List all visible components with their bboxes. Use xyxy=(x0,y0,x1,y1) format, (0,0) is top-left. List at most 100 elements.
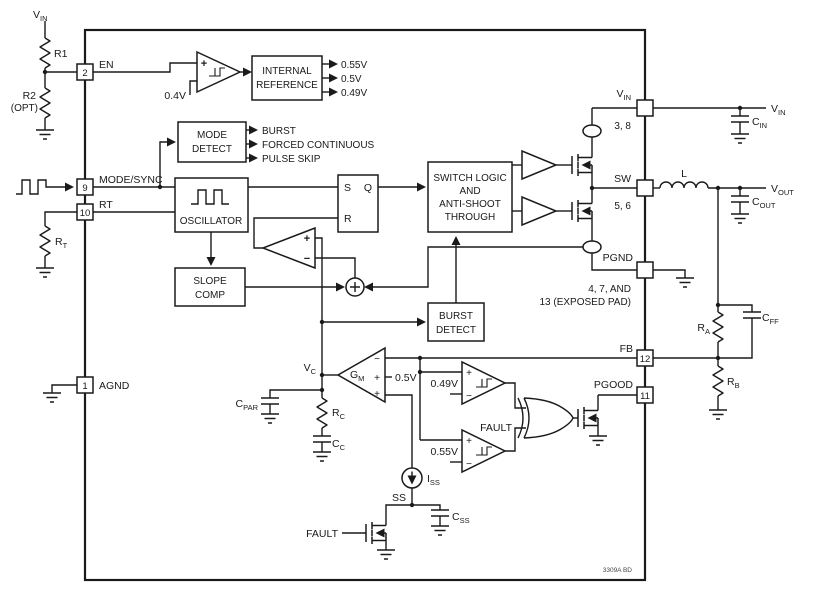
block-label: AND xyxy=(459,186,480,197)
gm-label: GM xyxy=(350,369,364,383)
en-comparator: + xyxy=(196,50,242,94)
mode-out-label: PULSE SKIP xyxy=(262,154,321,165)
en-ref-label: 0.4V xyxy=(164,90,186,102)
pwm-comparator: + − xyxy=(260,226,316,270)
cout-label: COUT xyxy=(752,196,776,210)
cc-label: CC xyxy=(332,438,346,452)
vout-label: VOUT xyxy=(771,183,794,197)
pin-label: SW xyxy=(614,173,631,185)
pin-box xyxy=(636,349,654,367)
gate-driver-top xyxy=(521,149,558,181)
r2-opt-label: (OPT) xyxy=(11,103,38,114)
pin-sw: SW 5, 6 xyxy=(614,173,654,212)
oscillator-block: OSCILLATOR xyxy=(174,177,249,233)
plus-sign: + xyxy=(201,58,207,70)
mode-out-label: BURST xyxy=(262,126,296,137)
pin-numbers: 3, 8 xyxy=(614,121,631,132)
plus-icon xyxy=(350,282,360,292)
ref-out-label: 0.49V xyxy=(341,88,367,99)
uv-comparator: + − xyxy=(461,360,507,406)
block-label: BURST xyxy=(439,311,473,322)
plus-sign: + xyxy=(466,368,472,379)
pin-number: 9 xyxy=(82,183,87,194)
gm-ref-label: 0.5V xyxy=(395,372,417,384)
pin-box xyxy=(76,178,94,196)
pin-vin: VIN 3, 8 xyxy=(614,88,654,132)
pin-rt: 10 RT xyxy=(76,199,113,221)
block-label: ANTI-SHOOT xyxy=(439,199,501,210)
pin-box xyxy=(636,99,654,117)
pin-label: AGND xyxy=(99,380,130,392)
latch-r: R xyxy=(344,213,352,225)
block-label: OSCILLATOR xyxy=(180,216,242,227)
cff-label: CFF xyxy=(762,312,779,326)
cpar-label: CPAR xyxy=(236,398,259,412)
ov-comparator: + − xyxy=(461,428,507,474)
pin-label: FB xyxy=(620,343,633,355)
latch-q: Q xyxy=(364,182,372,194)
summing-junction xyxy=(345,277,365,297)
pin-box xyxy=(76,203,94,221)
chip-boundary xyxy=(83,28,647,582)
pin-mode-sync: 9 MODE/SYNC xyxy=(76,174,163,196)
fault-gate xyxy=(517,397,574,439)
pin-pgnd: PGND 4, 7, AND 13 (EXPOSED PAD) xyxy=(539,252,654,308)
ref-out-label: 0.55V xyxy=(341,60,367,71)
ra-label: RA xyxy=(697,322,710,336)
pin-fb: 12 FB xyxy=(620,343,654,367)
css-label: CSS xyxy=(452,511,470,525)
slope-comp-block: SLOPE COMP xyxy=(174,267,246,307)
burst-detect-block: BURST DETECT xyxy=(427,302,485,342)
uv-ref-label: 0.49V xyxy=(431,378,458,390)
square-wave-icon xyxy=(191,189,229,205)
mode-out-label: FORCED CONTINUOUS xyxy=(262,140,375,151)
block-label: DETECT xyxy=(192,144,232,155)
gate-driver-bottom xyxy=(521,195,558,227)
pin-box xyxy=(636,386,654,404)
pin-label: PGOOD xyxy=(594,379,634,391)
rb-label: RB xyxy=(727,376,740,390)
mode-detect-block: MODE DETECT BURST FORCED CONTINUOUS PULS… xyxy=(177,121,375,165)
minus-sign: − xyxy=(374,354,380,365)
inductor-label: L xyxy=(681,168,687,180)
pin-box xyxy=(636,261,654,279)
block-label: REFERENCE xyxy=(256,80,318,91)
internal-reference-block: INTERNAL REFERENCE 0.55V 0.5V 0.49V xyxy=(251,55,367,101)
rc-label: RC xyxy=(332,407,346,421)
minus-sign: − xyxy=(304,253,310,265)
pin-numbers: 13 (EXPOSED PAD) xyxy=(539,297,631,308)
diagram-note: 3309A BD xyxy=(603,567,633,574)
pin-numbers: 4, 7, AND xyxy=(588,284,631,295)
minus-sign: − xyxy=(466,459,472,470)
r1-label: R1 xyxy=(54,48,68,60)
block-label: SWITCH LOGIC xyxy=(433,173,506,184)
pin-agnd: 1 AGND xyxy=(76,376,130,394)
block-label: SLOPE xyxy=(193,276,227,287)
block-label: MODE xyxy=(197,130,227,141)
pin-pgood: 11 PGOOD xyxy=(594,379,654,404)
error-amplifier: GM − + + xyxy=(336,346,386,404)
pin-label: PGND xyxy=(603,252,634,264)
pin-box xyxy=(76,376,94,394)
latch-s: S xyxy=(344,182,351,194)
switch-logic-block: SWITCH LOGIC AND ANTI-SHOOT THROUGH xyxy=(427,161,513,233)
block-label: THROUGH xyxy=(445,212,496,223)
soft-start-current-source xyxy=(401,467,423,489)
plus-sign: + xyxy=(466,436,472,447)
labels: VIN R1 R2 (OPT) RT 0.4V VC 0.5V 0.49V 0.… xyxy=(11,9,794,574)
ov-ref-label: 0.55V xyxy=(431,446,458,458)
pin-label: EN xyxy=(99,59,114,71)
pin-label: RT xyxy=(99,199,113,211)
pin-number: 10 xyxy=(80,208,91,219)
junction-dots xyxy=(42,69,743,508)
ref-out-label: 0.5V xyxy=(341,74,362,85)
pin-label: VIN xyxy=(616,88,631,102)
block-label: COMP xyxy=(195,290,225,301)
pin-number: 1 xyxy=(82,381,87,392)
minus-sign: − xyxy=(466,391,472,402)
ss-label: SS xyxy=(392,492,406,504)
fault-label: FAULT xyxy=(480,422,512,434)
